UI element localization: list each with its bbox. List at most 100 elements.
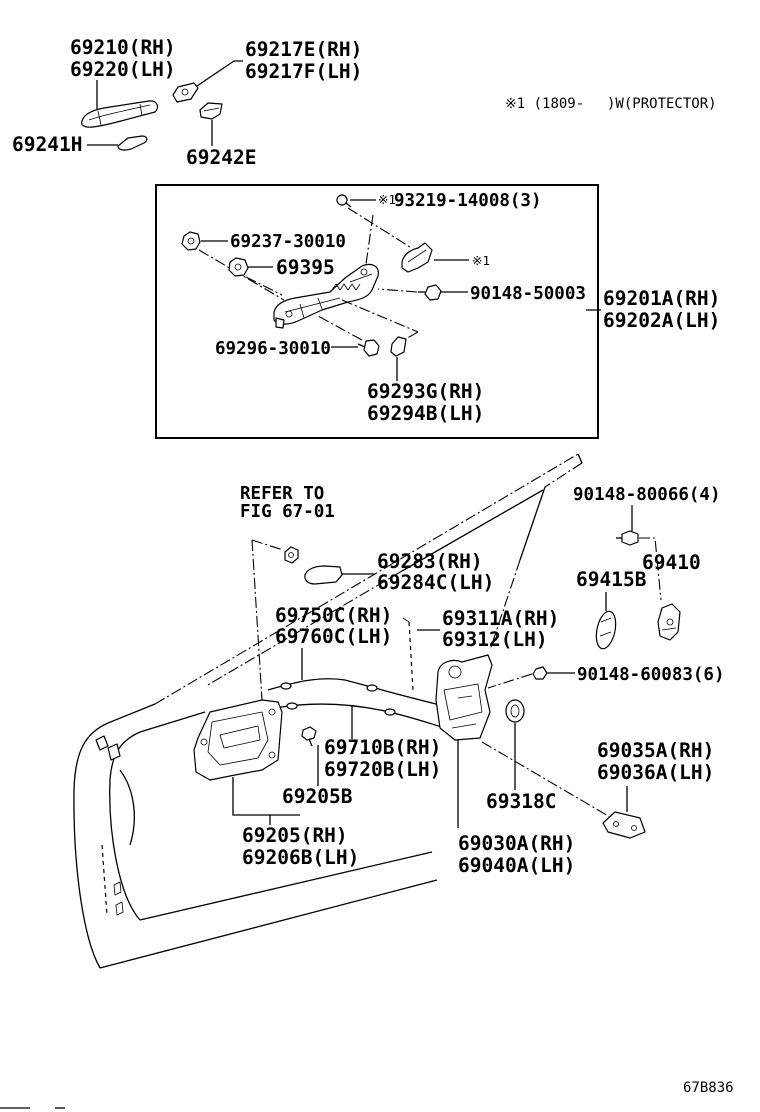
assembly-line-69237 — [198, 249, 285, 301]
door-bottom-edge — [99, 879, 438, 969]
part-69201-outline — [273, 263, 379, 325]
label-69220-lh: 69220(LH) — [70, 58, 176, 81]
part-93219-head — [336, 194, 348, 206]
part-69283-outline — [304, 565, 343, 585]
label-69720b-lh: 69720B(LH) — [324, 758, 441, 781]
part-69201-drawing — [273, 263, 379, 329]
label-69750c-rh: 69750C(RH) — [275, 604, 392, 627]
door-pocket-slot-a — [95, 735, 109, 751]
part-90148-50003-drawing — [418, 284, 442, 301]
label-69760c-lh: 69760C(LH) — [275, 625, 392, 648]
part-69205-lever — [219, 725, 261, 749]
part-69318-outer — [505, 699, 525, 723]
door-trim-clip-row — [101, 844, 108, 916]
frame-assembly-box — [155, 184, 599, 439]
upper-group: 69210(RH) 69220(LH) 69217E(RH) 69217F(LH… — [12, 36, 717, 169]
part-69750-clamp-a — [280, 682, 292, 690]
part-69410-drawing — [657, 603, 681, 641]
part-69035-outline — [602, 811, 646, 839]
assembly-line-69293 — [341, 299, 419, 333]
part-69030-pivot — [448, 665, 462, 679]
note-protector-suffix: )W(PROTECTOR) — [607, 96, 717, 112]
label-69410: 69410 — [642, 551, 701, 574]
part-69217-hole — [181, 88, 189, 96]
window-frame-rear — [519, 486, 546, 561]
part-69237-center — [187, 237, 195, 245]
window-glass-edge — [401, 489, 544, 572]
label-protector-mark: ※1 — [472, 253, 490, 268]
part-69242-outline — [199, 102, 223, 120]
part-69237-head — [181, 231, 201, 251]
label-90148-80066: 90148-80066(4) — [573, 485, 721, 505]
label-69040a-lh: 69040A(LH) — [458, 854, 575, 877]
part-69217-outline — [172, 82, 199, 103]
label-69202a-lh: 69202A(LH) — [603, 309, 720, 332]
label-69284c-lh: 69284C(LH) — [377, 571, 494, 594]
part-refer-bolt-drawing — [284, 546, 299, 564]
door-trim-clip — [113, 881, 124, 916]
part-69410-detail — [661, 627, 677, 631]
part-69205-hole-a — [200, 738, 208, 746]
part-69293-outline — [390, 336, 407, 357]
part-69201-tab — [275, 317, 285, 329]
part-69201-spring — [331, 283, 361, 291]
part-69296-shank — [357, 343, 366, 348]
label-69242e: 69242E — [186, 146, 256, 169]
part-refer-bolt-center — [288, 552, 294, 558]
part-69750-cable-drawing — [267, 678, 441, 706]
label-69205-rh: 69205(RH) — [242, 824, 348, 847]
part-90148-60083-head — [532, 666, 548, 680]
label-refer-to: REFER TO — [240, 484, 324, 504]
label-69296: 69296-30010 — [215, 339, 331, 359]
part-69205b-drawing — [301, 726, 317, 747]
part-69311-rod — [408, 621, 414, 691]
part-69415-drawing — [595, 610, 617, 650]
part-protector-outline — [401, 242, 433, 273]
label-93219-mark: ※1 — [378, 192, 396, 207]
label-93219: 93219-14008(3) — [394, 191, 542, 211]
part-90148-60083-drawing — [532, 666, 548, 680]
label-69318c: 69318C — [486, 790, 556, 813]
door-panel-drawing — [73, 453, 583, 969]
part-69030-detail — [443, 683, 483, 729]
part-69237-drawing — [181, 231, 201, 251]
label-69217f-lh: 69217F(LH) — [245, 60, 362, 83]
part-69311-rod-top — [402, 617, 410, 623]
label-69035a-rh: 69035A(RH) — [597, 739, 714, 762]
part-90148-50003-head — [424, 284, 442, 301]
part-69205b-head — [301, 726, 317, 741]
label-69312-lh: 69312(LH) — [442, 628, 548, 651]
label-69205b: 69205B — [282, 785, 353, 808]
assembly-line-69296 — [317, 315, 363, 341]
part-protector-detail — [407, 249, 427, 263]
label-69201a-rh: 69201A(RH) — [603, 287, 720, 310]
part-90148-80066-head — [621, 530, 639, 546]
part-69242-drawing — [199, 102, 223, 120]
label-69395: 69395 — [276, 256, 335, 279]
assembly-line-90148-50003 — [377, 288, 418, 293]
part-69710-clamp-b — [384, 708, 396, 716]
part-69201-ribs — [284, 273, 373, 319]
label-69294b-lh: 69294B(LH) — [367, 402, 484, 425]
part-69242-detail — [203, 107, 220, 112]
label-69237: 69237-30010 — [230, 232, 346, 252]
note-protector-prefix: ※1 (1809- — [505, 96, 584, 112]
part-69030-drawing — [435, 654, 493, 741]
part-69318-drawing — [505, 699, 525, 723]
part-69415-detail — [599, 617, 612, 637]
part-69293-drawing — [390, 336, 407, 357]
label-90148-50003: 90148-50003 — [470, 284, 586, 304]
part-69750-clamp-b — [366, 684, 378, 692]
label-69283-rh: 69283(RH) — [377, 550, 483, 573]
door-trim-bottom — [139, 851, 433, 921]
window-frame-outer — [154, 453, 579, 705]
label-69217e-rh: 69217E(RH) — [245, 38, 362, 61]
part-69217-drawing — [172, 82, 199, 103]
door-pocket-curve — [119, 769, 135, 846]
part-69415-outline — [595, 610, 617, 650]
part-69710-cable — [274, 703, 446, 729]
part-69210-detail — [88, 103, 151, 126]
part-69035-drawing — [602, 811, 646, 839]
part-69318-inner — [510, 704, 520, 718]
